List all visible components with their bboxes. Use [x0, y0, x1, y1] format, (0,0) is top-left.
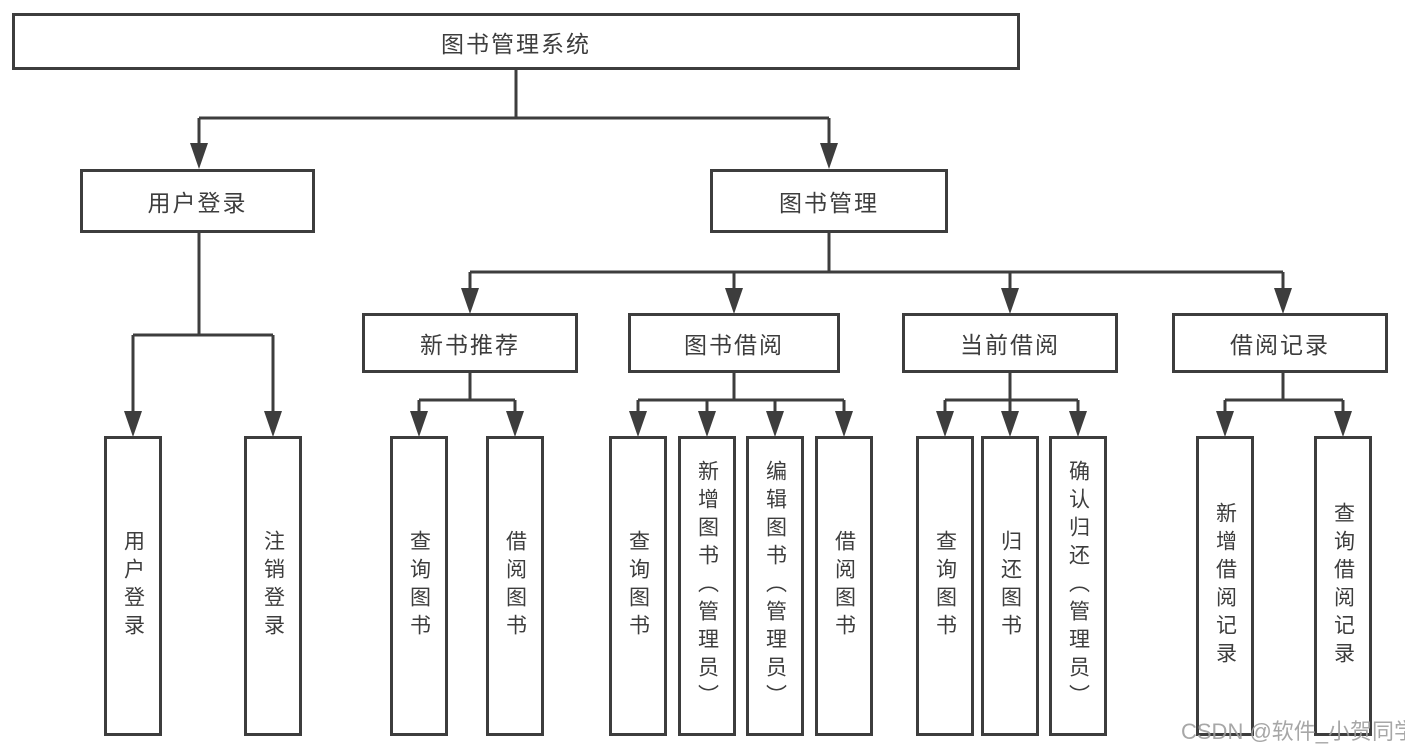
node-new-book-recommend: 新书推荐 — [362, 313, 578, 373]
leaf-return-books-label: 归还图书 — [998, 530, 1022, 642]
leaf-logout: 注销登录 — [244, 436, 302, 736]
node-user-login: 用户登录 — [80, 169, 315, 233]
leaf-edit-books-admin-label: 编辑图书（管理员） — [763, 460, 787, 712]
node-borrowing-records: 借阅记录 — [1172, 313, 1388, 373]
leaf-add-borrow-record: 新增借阅记录 — [1196, 436, 1254, 736]
node-new-book-recommend-label: 新书推荐 — [420, 332, 520, 358]
leaf-add-borrow-record-label: 新增借阅记录 — [1213, 502, 1237, 670]
leaf-current-query-books: 查询图书 — [916, 436, 974, 736]
leaf-recommend-borrow-books: 借阅图书 — [486, 436, 544, 736]
leaf-recommend-query-books: 查询图书 — [390, 436, 448, 736]
leaf-edit-books-admin: 编辑图书（管理员） — [746, 436, 804, 736]
node-book-borrowing-label: 图书借阅 — [684, 332, 784, 358]
leaf-user-login: 用户登录 — [104, 436, 162, 736]
csdn-watermark: CSDN @软件_小贺同学 — [1181, 719, 1405, 744]
leaf-return-books: 归还图书 — [981, 436, 1039, 736]
node-book-borrowing: 图书借阅 — [628, 313, 840, 373]
leaf-add-books-admin-label: 新增图书（管理员） — [695, 460, 719, 712]
node-current-borrowing-label: 当前借阅 — [960, 332, 1060, 358]
leaf-borrowing-borrow-books: 借阅图书 — [815, 436, 873, 736]
leaf-query-borrow-record-label: 查询借阅记录 — [1331, 502, 1355, 670]
leaf-borrowing-query-books-label: 查询图书 — [626, 530, 650, 642]
leaf-confirm-return-admin: 确认归还（管理员） — [1049, 436, 1107, 736]
node-root-label: 图书管理系统 — [441, 30, 591, 57]
leaf-recommend-query-books-label: 查询图书 — [407, 530, 431, 642]
leaf-user-login-label: 用户登录 — [121, 530, 145, 642]
node-current-borrowing: 当前借阅 — [902, 313, 1118, 373]
leaf-confirm-return-admin-label: 确认归还（管理员） — [1066, 460, 1090, 712]
leaf-recommend-borrow-books-label: 借阅图书 — [503, 530, 527, 642]
node-book-management-label: 图书管理 — [779, 190, 879, 216]
leaf-borrowing-borrow-books-label: 借阅图书 — [832, 530, 856, 642]
leaf-current-query-books-label: 查询图书 — [933, 530, 957, 642]
node-borrowing-records-label: 借阅记录 — [1230, 332, 1330, 358]
leaf-query-borrow-record: 查询借阅记录 — [1314, 436, 1372, 736]
leaf-add-books-admin: 新增图书（管理员） — [678, 436, 736, 736]
leaf-logout-label: 注销登录 — [261, 530, 285, 642]
node-root: 图书管理系统 — [12, 13, 1020, 70]
node-book-management: 图书管理 — [710, 169, 948, 233]
node-user-login-label: 用户登录 — [147, 190, 248, 216]
leaf-borrowing-query-books: 查询图书 — [609, 436, 667, 736]
